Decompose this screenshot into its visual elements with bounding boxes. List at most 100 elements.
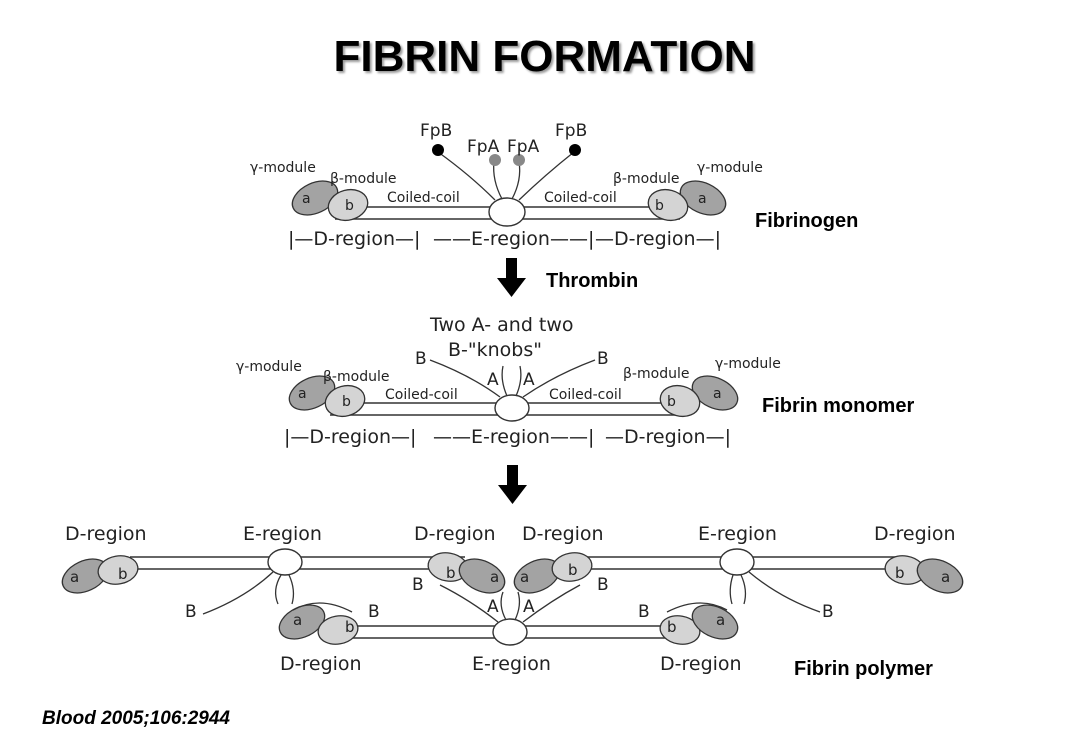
coiled-coil-label-left: Coiled-coil: [387, 190, 460, 206]
e-region-label: ——E-region——|: [433, 228, 594, 250]
polymer-d-region-5: D-region: [280, 653, 362, 675]
b-knob-label-left: B: [415, 349, 427, 369]
svg-text:A: A: [487, 597, 499, 617]
svg-text:a: a: [941, 568, 950, 586]
gamma-module-label-right: γ-module: [715, 356, 781, 372]
fpa-ball-left: [489, 154, 501, 166]
knobs-label-line1: Two A- and two: [429, 314, 574, 336]
svg-text:B: B: [638, 602, 650, 622]
beta-module-left: [324, 384, 366, 418]
fpa-label-left: FpA: [467, 137, 500, 157]
svg-text:b: b: [446, 564, 456, 582]
svg-text:B: B: [368, 602, 380, 622]
domain-b-right: b: [655, 198, 664, 214]
a-knob-strand-left: [501, 365, 508, 397]
fibrinogen-molecule: γ-module β-module Coiled-coil Coiled-coi…: [250, 121, 763, 250]
e-region-node-top-left: [267, 548, 303, 576]
svg-text:a: a: [70, 568, 79, 586]
fibrinogen-label: Fibrinogen: [755, 210, 859, 232]
polymer-e-region-3: E-region: [472, 653, 551, 675]
beta-module-label-right: β-module: [623, 366, 689, 382]
svg-text:a: a: [293, 611, 302, 629]
fpb-strand-right: [518, 151, 575, 201]
a-knob-strand-right: [515, 365, 522, 397]
beta-module-label-left: β-module: [323, 369, 389, 385]
fpb-ball-right: [569, 144, 581, 156]
a-knob-label-right: A: [523, 370, 535, 390]
fpb-strand-left: [437, 151, 496, 201]
reaction-arrow-2: [498, 465, 527, 504]
polymer-d-region-1: D-region: [65, 523, 147, 545]
svg-text:B: B: [412, 575, 424, 595]
svg-text:b: b: [667, 618, 677, 636]
coiled-coil-label-right: Coiled-coil: [549, 387, 622, 403]
svg-text:a: a: [520, 568, 529, 586]
a-knob-label-left: A: [487, 370, 499, 390]
domain-b-left: b: [342, 394, 351, 410]
b-knob-label-right: B: [597, 349, 609, 369]
knobs-label-line2: B-"knobs": [448, 339, 542, 361]
fibrin-monomer-molecule: Two A- and two B-"knobs" B A A B γ-modul…: [236, 314, 781, 448]
polymer-e-region-2: E-region: [698, 523, 777, 545]
svg-text:A: A: [523, 597, 535, 617]
beta-module-left: [327, 188, 369, 222]
fpb-label-left: FpB: [420, 121, 452, 141]
gamma-module-label-left: γ-module: [250, 160, 316, 176]
svg-text:b: b: [895, 564, 905, 582]
d-region-label-left: |—D-region—|: [288, 228, 420, 250]
fibrin-polymer-label: Fibrin polymer: [794, 658, 933, 680]
e-region-node: [494, 394, 530, 422]
coiled-coil-label-right: Coiled-coil: [544, 190, 617, 206]
gamma-module-left: [288, 375, 336, 411]
svg-text:b: b: [568, 561, 578, 579]
d-region-label-right: —D-region—|: [605, 426, 731, 448]
e-region-node-bottom: [492, 618, 528, 646]
thrombin-label: Thrombin: [546, 270, 639, 292]
fpb-label-right: FpB: [555, 121, 587, 141]
coiled-coil-label-left: Coiled-coil: [385, 387, 458, 403]
beta-module-right: [659, 384, 701, 418]
fpb-ball-left: [432, 144, 444, 156]
polymer-d-region-3: D-region: [522, 523, 604, 545]
d-region-label-left: |—D-region—|: [284, 426, 416, 448]
gamma-module-right: [679, 180, 727, 216]
slide-title: FIBRIN FORMATION: [333, 32, 756, 81]
d-region-label-right: —D-region—|: [595, 228, 721, 250]
beta-module-label-left: β-module: [330, 171, 396, 187]
domain-a-left: a: [302, 191, 311, 207]
domain-a-right: a: [698, 191, 707, 207]
polymer-d-region-4: D-region: [874, 523, 956, 545]
polymer-d-region-2: D-region: [414, 523, 496, 545]
e-region-node-top-right: [719, 548, 755, 576]
svg-text:b: b: [118, 565, 128, 583]
b-knob-strand-right: [522, 359, 596, 398]
b-knob-strand-left: [429, 359, 501, 398]
svg-text:B: B: [822, 602, 834, 622]
e-region-label: ——E-region——|: [433, 426, 594, 448]
svg-text:a: a: [490, 568, 499, 586]
gamma-module-left: [291, 180, 339, 216]
svg-text:B: B: [597, 575, 609, 595]
gamma-module-label-right: γ-module: [697, 160, 763, 176]
svg-text:a: a: [716, 611, 725, 629]
svg-text:B: B: [185, 602, 197, 622]
fpa-ball-right: [513, 154, 525, 166]
polymer-d-region-6: D-region: [660, 653, 742, 675]
beta-module-label-right: β-module: [613, 171, 679, 187]
domain-b-right: b: [667, 394, 676, 410]
gamma-module-label-left: γ-module: [236, 359, 302, 375]
fibrin-monomer-label: Fibrin monomer: [762, 395, 915, 417]
reaction-arrow-1: [497, 258, 526, 297]
polymer-e-region-1: E-region: [243, 523, 322, 545]
svg-text:b: b: [345, 618, 355, 636]
domain-a-left: a: [298, 386, 307, 402]
e-region-node: [488, 197, 526, 227]
fibrin-polymer: D-region E-region D-region D-region E-re…: [61, 523, 964, 675]
domain-a-right: a: [713, 386, 722, 402]
fpa-label-right: FpA: [507, 137, 540, 157]
fpa-strand-left: [493, 161, 503, 200]
fpa-strand-right: [511, 161, 521, 200]
domain-b-left: b: [345, 198, 354, 214]
